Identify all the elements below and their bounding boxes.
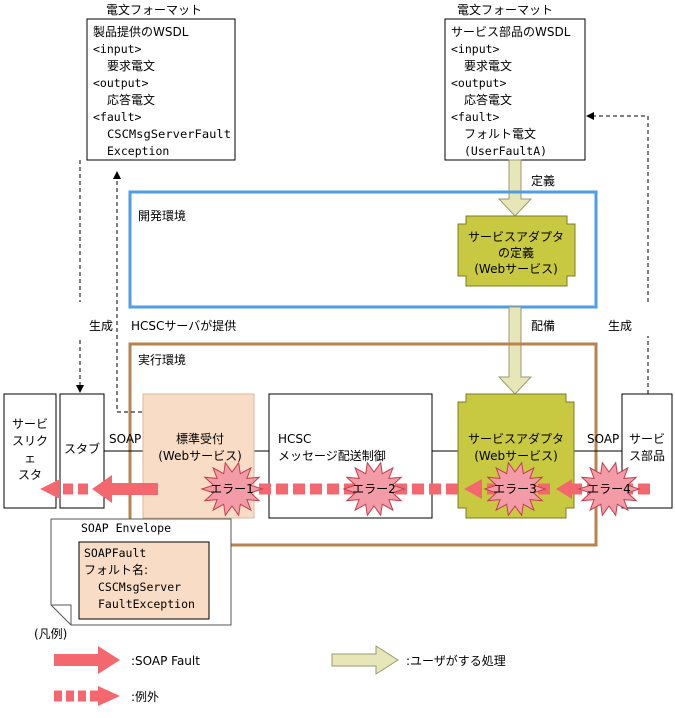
legend-user-action-arrow	[331, 645, 399, 675]
deploy-arrow	[497, 306, 533, 395]
define-arrow	[497, 159, 533, 217]
provided-connector	[113, 171, 142, 413]
service-component-line-1: サービ	[629, 432, 665, 446]
standard-reception-line-1: 標準受付	[176, 431, 224, 446]
legend-user-action-label: :ユーザがする処理	[406, 653, 506, 668]
legend-exception-label: :例外	[131, 690, 159, 704]
service-wsdl: 電文フォーマット サービス部品のWSDL <input> 要求電文 <outpu…	[444, 2, 586, 161]
service-requester-line-3: ェ	[24, 451, 36, 465]
soap-fault-arrow-reception	[92, 475, 158, 503]
legend-title: (凡例)	[34, 627, 67, 641]
service-requester-line-1: サービ	[12, 417, 48, 431]
exception-arrowhead-3	[464, 479, 482, 499]
envelope-line-1: SOAPFault	[84, 546, 146, 560]
wsdl-left-line-7: CSCMsgServerFault	[107, 127, 231, 141]
envelope-line-4: FaultException	[98, 597, 195, 611]
stub-label: スタブ	[64, 441, 100, 456]
wsdl-left-line-5: 応答電文	[107, 92, 155, 107]
error-label-4: エラー4	[587, 482, 631, 496]
wsdl-right-line-4: <output>	[451, 76, 506, 90]
soap-fault-arrowhead-requester	[40, 479, 60, 499]
run-env-title: 実行環境	[138, 352, 186, 367]
wsdl-left-line-8: Exception	[107, 144, 169, 158]
wsdl-left-line-6: <fault>	[93, 110, 142, 124]
envelope-title: SOAP Envelope	[81, 521, 171, 535]
envelope-line-2: フォルト名:	[84, 562, 148, 577]
generate-right-connector-upper	[586, 112, 649, 302]
error-burst-4	[577, 461, 641, 517]
hcsc-message-line-2: メッセージ配送制御	[278, 448, 386, 463]
wsdl-right-line-7: フォルト電文	[464, 126, 536, 141]
error-label-1: エラー1	[210, 482, 254, 496]
run-env-frame	[128, 342, 598, 547]
wsdl-caption-right: 電文フォーマット	[457, 2, 553, 17]
service-requester-line-2: スリク	[12, 434, 48, 448]
error-burst-3	[483, 461, 547, 517]
soap-right-label: SOAP	[587, 432, 619, 446]
service-wsdl-box	[444, 18, 586, 161]
hcsc-provided-label: HCSCサーバが提供	[131, 318, 236, 333]
envelope-fault-box	[78, 541, 210, 620]
standard-reception-line-2: (Webサービス)	[158, 449, 242, 463]
wsdl-right-line-1: サービス部品のWSDL	[451, 24, 571, 39]
soap-envelope-note: SOAP Envelope SOAPFault フォルト名: CSCMsgSer…	[50, 518, 232, 626]
service-component-line-2: ス部品	[629, 448, 665, 463]
legend-soap-fault-label: :SOAP Fault	[131, 654, 200, 668]
error-label-2: エラー2	[352, 482, 396, 496]
wsdl-right-line-5: 応答電文	[464, 92, 512, 107]
legend: (凡例) :SOAP Fault :例外 :ユーザがする処理	[34, 627, 506, 706]
envelope-line-3: CSCMsgServer	[98, 580, 181, 594]
adapter-definition-line-2: の定義	[498, 245, 534, 260]
product-wsdl: 電文フォーマット 製品提供のWSDL <input> 要求電文 <output>…	[86, 2, 236, 161]
service-requester-line-4: スタ	[18, 468, 42, 482]
error-bursts: エラー1 エラー2 エラー3 エラー4	[200, 461, 641, 517]
wsdl-right-line-6: <fault>	[451, 110, 500, 124]
product-wsdl-box	[86, 18, 236, 161]
error-label-3: エラー3	[493, 482, 537, 496]
wsdl-right-line-2: <input>	[451, 42, 500, 56]
error-burst-1	[200, 461, 264, 517]
generate-left-label: 生成	[89, 319, 113, 333]
wsdl-left-line-3: 要求電文	[107, 58, 155, 73]
adapter-definition-node	[457, 215, 576, 287]
service-adapter-line-1: サービスアダプタ	[468, 431, 564, 446]
wsdl-right-line-3: 要求電文	[464, 58, 512, 73]
hcsc-message-line-1: HCSC	[278, 432, 311, 446]
service-adapter-line-2: (Webサービス)	[474, 449, 558, 463]
wsdl-right-line-8: (UserFaultA)	[464, 144, 547, 158]
exception-arrowhead-4	[556, 479, 572, 499]
dev-env-frame	[128, 190, 598, 309]
wsdl-caption-left: 電文フォーマット	[106, 2, 202, 17]
envelope-fold	[51, 604, 72, 625]
soap-left-label: SOAP	[109, 432, 141, 446]
wsdl-left-line-2: <input>	[93, 42, 142, 56]
deploy-label: 配備	[531, 318, 555, 333]
error-burst-2	[342, 461, 406, 517]
wsdl-left-line-4: <output>	[93, 76, 148, 90]
wsdl-left-line-1: 製品提供のWSDL	[93, 24, 189, 39]
legend-exception-arrowhead	[98, 686, 120, 706]
generate-right-label: 生成	[608, 319, 632, 333]
adapter-definition-line-1: サービスアダプタ	[468, 229, 564, 244]
adapter-definition-line-3: (Webサービス)	[474, 262, 558, 276]
define-label: 定義	[531, 173, 555, 188]
dev-env-title: 開発環境	[138, 208, 186, 223]
legend-soap-fault-arrow	[54, 646, 120, 674]
